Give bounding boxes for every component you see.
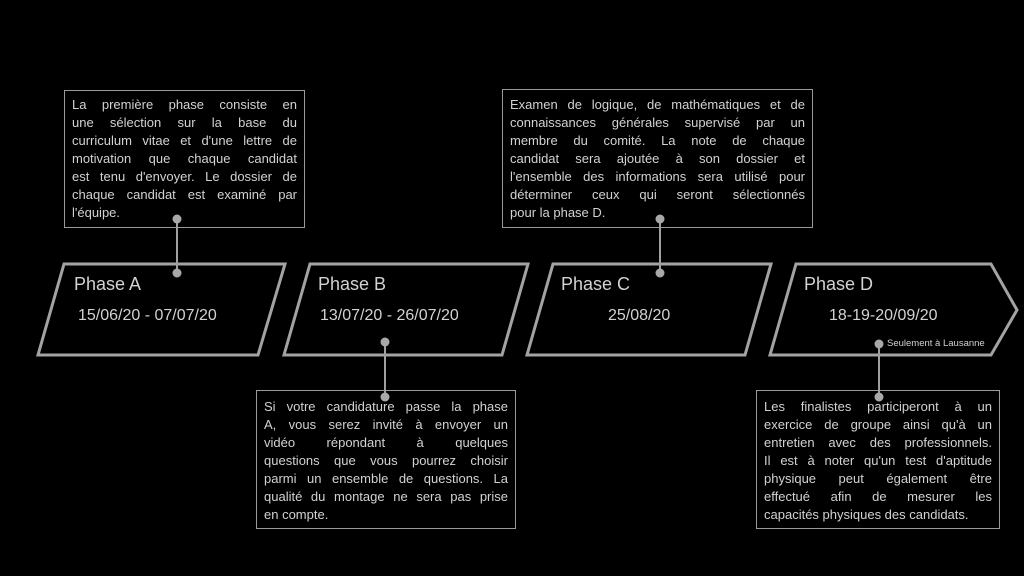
phase-d-label: Phase D <box>804 274 874 294</box>
description-line: qualité du montage ne sera pas prise <box>264 489 508 504</box>
phase-c-label: Phase C <box>561 274 631 294</box>
description-line: candidat sera ajoutée à son dossier et <box>510 151 805 166</box>
phase-d-location-note: Seulement à Lausanne <box>887 338 985 349</box>
description-line: exercice de groupe ainsi qu'à un <box>764 417 992 432</box>
phase-a-dates: 15/06/20 - 07/07/20 <box>78 307 217 324</box>
description-line: curriculum vitae et d'une lettre de <box>72 133 297 148</box>
description-line: capacités physiques des candidats. <box>764 507 969 522</box>
description-line: chaque candidat est examiné par <box>72 187 297 202</box>
description-line: vidéo répondant à quelques <box>264 435 508 450</box>
phase-b-dates: 13/07/20 - 26/07/20 <box>320 307 459 324</box>
phase-b-label: Phase B <box>318 274 387 294</box>
description-line: l'équipe. <box>72 205 121 220</box>
phase-a-description-box: La première phase consiste en une sélect… <box>64 90 305 228</box>
phase-d-description-box: Les finalistes participeront à un exerci… <box>756 390 1000 529</box>
description-line: Les finalistes participeront à un <box>764 399 992 414</box>
description-line: La première phase consiste en <box>72 97 297 112</box>
description-line: une sélection sur la base du <box>72 115 297 130</box>
description-line: connaissances générales supervisé par un <box>510 115 805 130</box>
description-line: effectué afin de mesurer les <box>764 489 992 504</box>
description-line: motivation que chaque candidat <box>72 151 297 166</box>
description-line: Si votre candidature passe la phase <box>264 399 508 414</box>
connector-dot <box>172 268 182 278</box>
phase-c-description-box: Examen de logique, de mathématiques et d… <box>502 89 813 228</box>
phase-b-description-box: Si votre candidature passe la phase A, v… <box>256 390 516 529</box>
description-line: Examen de logique, de mathématiques et d… <box>510 97 805 112</box>
description-line: en compte. <box>264 507 329 522</box>
phase-a-label: Phase A <box>74 274 142 294</box>
description-line: pour la phase D. <box>510 205 606 220</box>
description-line: l'ensemble des informations sera utilisé… <box>510 169 805 184</box>
connector-dot <box>655 268 665 278</box>
description-line: parmi un ensemble de questions. La <box>264 471 508 486</box>
description-line: est tenu d'envoyer. Le dossier de <box>72 169 297 184</box>
description-line: questions que vous pourrez choisir <box>264 453 508 468</box>
connector-dot <box>874 339 884 349</box>
description-line: entretien avec des professionnels. <box>764 435 992 450</box>
phase-d-dates: 18-19-20/09/20 <box>829 307 938 324</box>
description-line: membre du comité. La note de chaque <box>510 133 805 148</box>
description-line: A, vous serez invité à envoyer un <box>264 417 508 432</box>
phase-c-dates: 25/08/20 <box>608 307 671 324</box>
description-line: Il est à noter qu'un test d'aptitude <box>764 453 992 468</box>
connector-dot <box>380 337 390 347</box>
description-line: physique peut également être <box>764 471 992 486</box>
description-line: déterminer ceux qui seront sélectionnés <box>510 187 805 202</box>
